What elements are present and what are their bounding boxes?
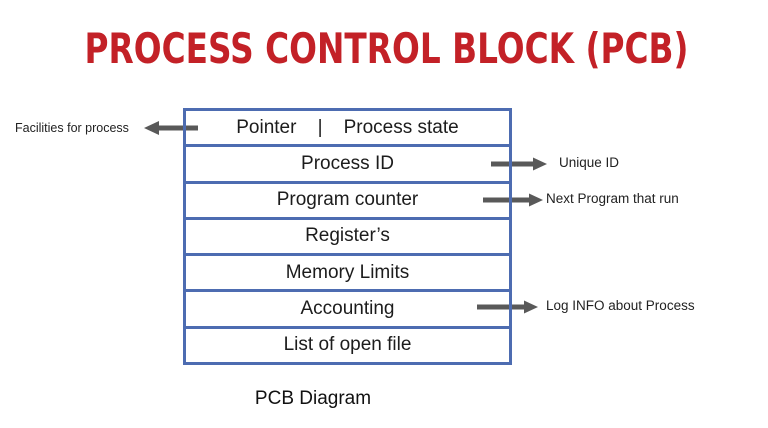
row-pointer-process-state: Pointer | Process state	[186, 111, 509, 148]
diagram-caption: PCB Diagram	[254, 388, 372, 409]
row-program-counter: Program counter	[186, 184, 509, 220]
row-accounting: Accounting	[186, 292, 509, 329]
log-info-label: Log INFO about Process	[546, 298, 695, 313]
facilities-label: Facilities for process	[15, 121, 129, 135]
row-list-of-open-file: List of open file	[283, 334, 412, 356]
row-memory-limits: Memory Limits	[186, 256, 509, 293]
next-program-label: Next Program that run	[546, 191, 679, 206]
pcb-table: Pointer | Process state Process ID Progr…	[183, 108, 512, 365]
row-process-id: Process ID	[186, 147, 509, 184]
unique-id-label: Unique ID	[559, 155, 620, 170]
row-registers: Register’s	[186, 220, 509, 257]
page-title: PROCESS CONTROL BLOCK (PCB)	[84, 24, 689, 73]
